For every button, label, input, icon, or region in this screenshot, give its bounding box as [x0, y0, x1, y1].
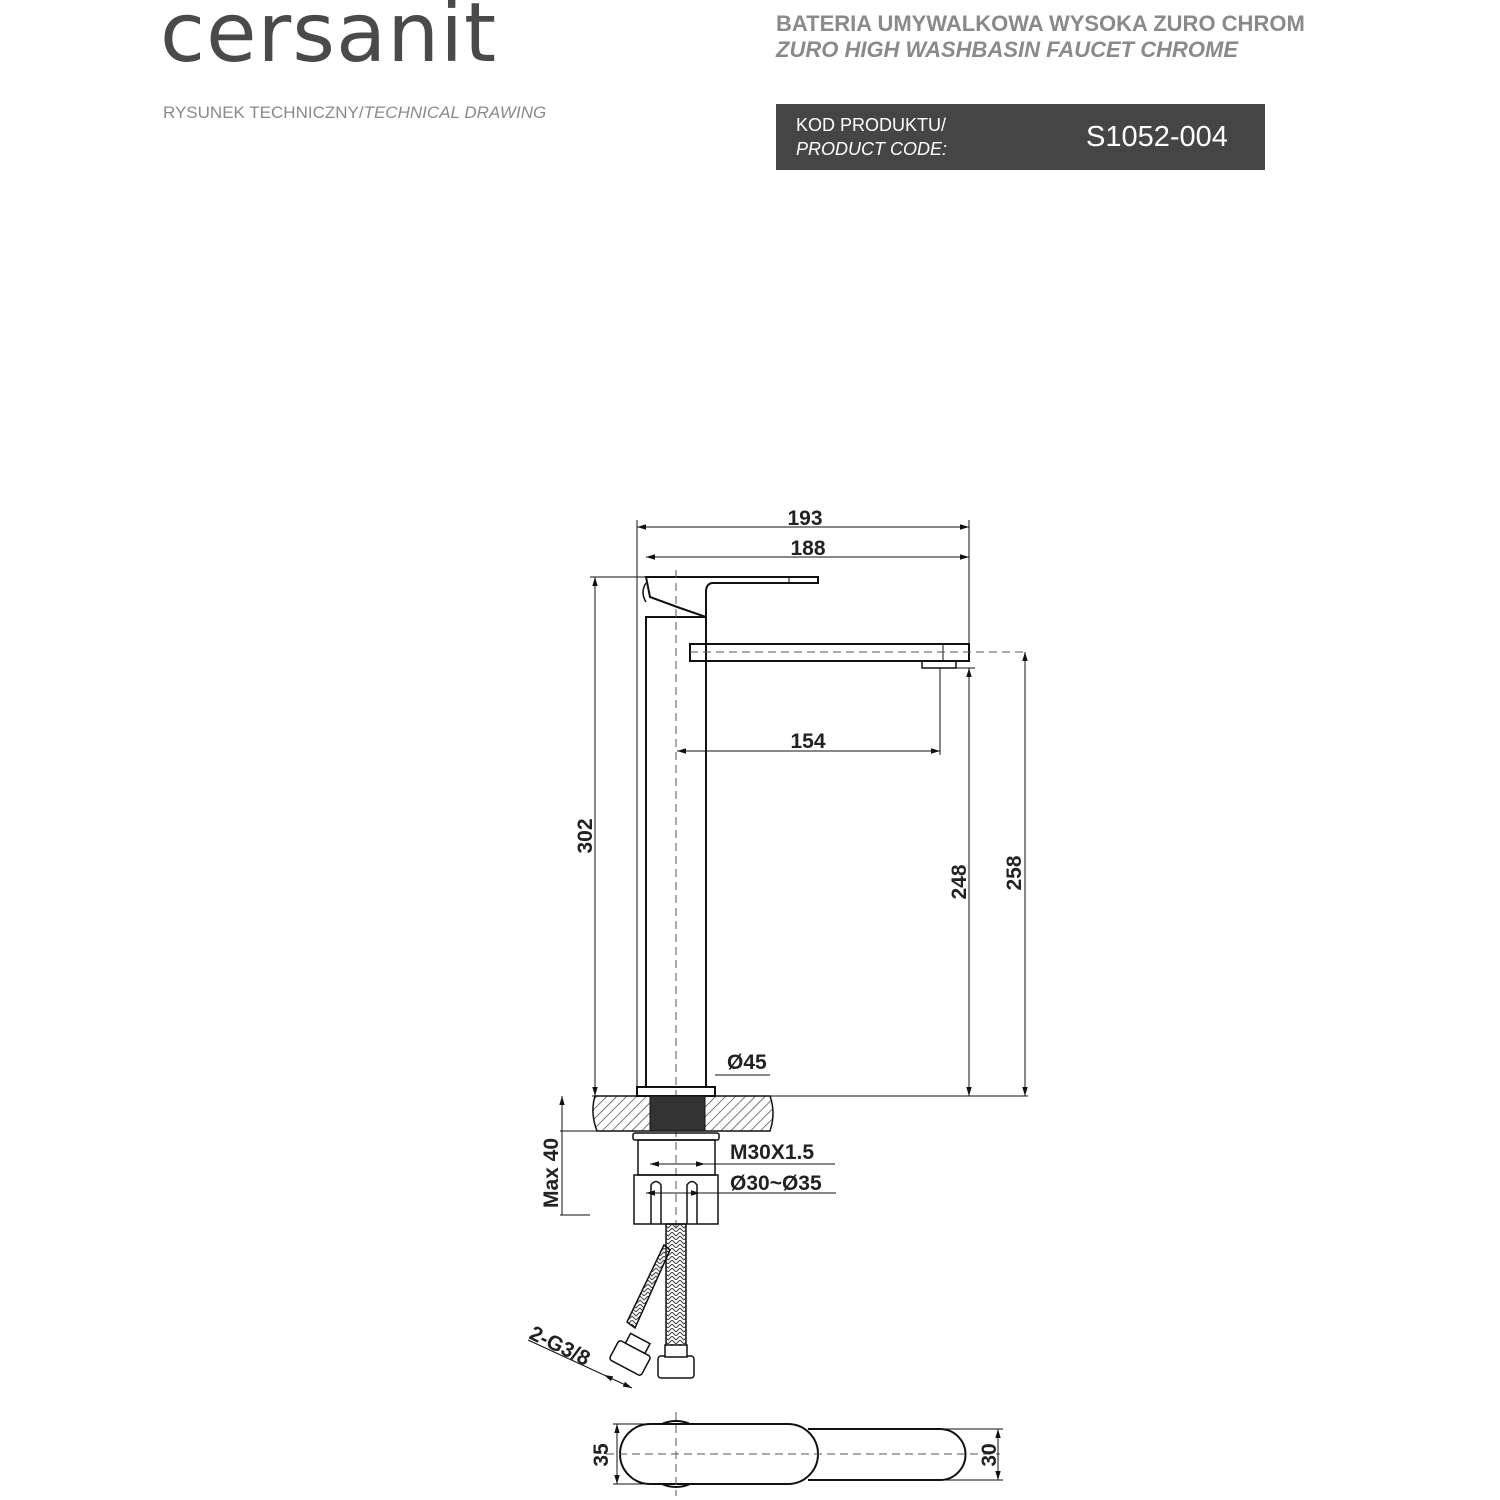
dim-top-spout-width: 30: [978, 1443, 1001, 1466]
dimension-labels: 193 188 154 302 248 258 Ø45 Max 40 M30X1…: [526, 507, 1026, 1371]
dim-hole-diameter: Ø30~Ø35: [730, 1172, 822, 1195]
brand-logo: cersanit: [160, 0, 498, 81]
dim-spout-reach: 154: [790, 730, 825, 753]
faucet-side-view: [636, 570, 1025, 1230]
dim-max-counter: Max 40: [540, 1138, 563, 1208]
dim-total-height: 302: [574, 818, 597, 853]
product-code: S1052-004: [1086, 121, 1228, 153]
hose-nut: [657, 1355, 695, 1379]
mounting-thread: [649, 1095, 706, 1132]
dim-spout-height: 258: [1003, 855, 1026, 890]
dim-overall-length: 193: [787, 507, 822, 530]
dim-hose-connection: 2-G3/8: [526, 1322, 594, 1371]
product-title-en: ZURO HIGH WASHBASIN FAUCET CHROME: [776, 37, 1238, 62]
dim-top-base-width: 35: [590, 1443, 613, 1467]
dimension-lines: [527, 520, 1028, 1389]
dim-base-diameter: Ø45: [727, 1051, 767, 1074]
code-label-pl: KOD PRODUKTU/: [796, 115, 947, 135]
drawing-type-pl: RYSUNEK TECHNICZNY/: [163, 103, 364, 122]
aerator: [921, 660, 957, 669]
handle-lever: [644, 576, 819, 619]
drawing-type: RYSUNEK TECHNICZNY/TECHNICAL DRAWING: [163, 103, 546, 123]
product-title-pl: BATERIA UMYWALKOWA WYSOKA ZURO CHROM: [776, 11, 1305, 36]
faucet-top-view: 35 30: [590, 1412, 1003, 1496]
dim-thread: M30X1.5: [730, 1141, 814, 1164]
dim-aerator-height: 248: [948, 864, 971, 899]
countertop: [560, 1095, 1028, 1379]
dim-spout-length: 188: [790, 537, 825, 560]
code-label-en: PRODUCT CODE:: [796, 139, 948, 159]
drawing-type-en: TECHNICAL DRAWING: [363, 103, 547, 122]
product-code-box: KOD PRODUKTU/ PRODUCT CODE: S1052-004: [776, 104, 1265, 170]
supply-hoses: [609, 1223, 695, 1379]
